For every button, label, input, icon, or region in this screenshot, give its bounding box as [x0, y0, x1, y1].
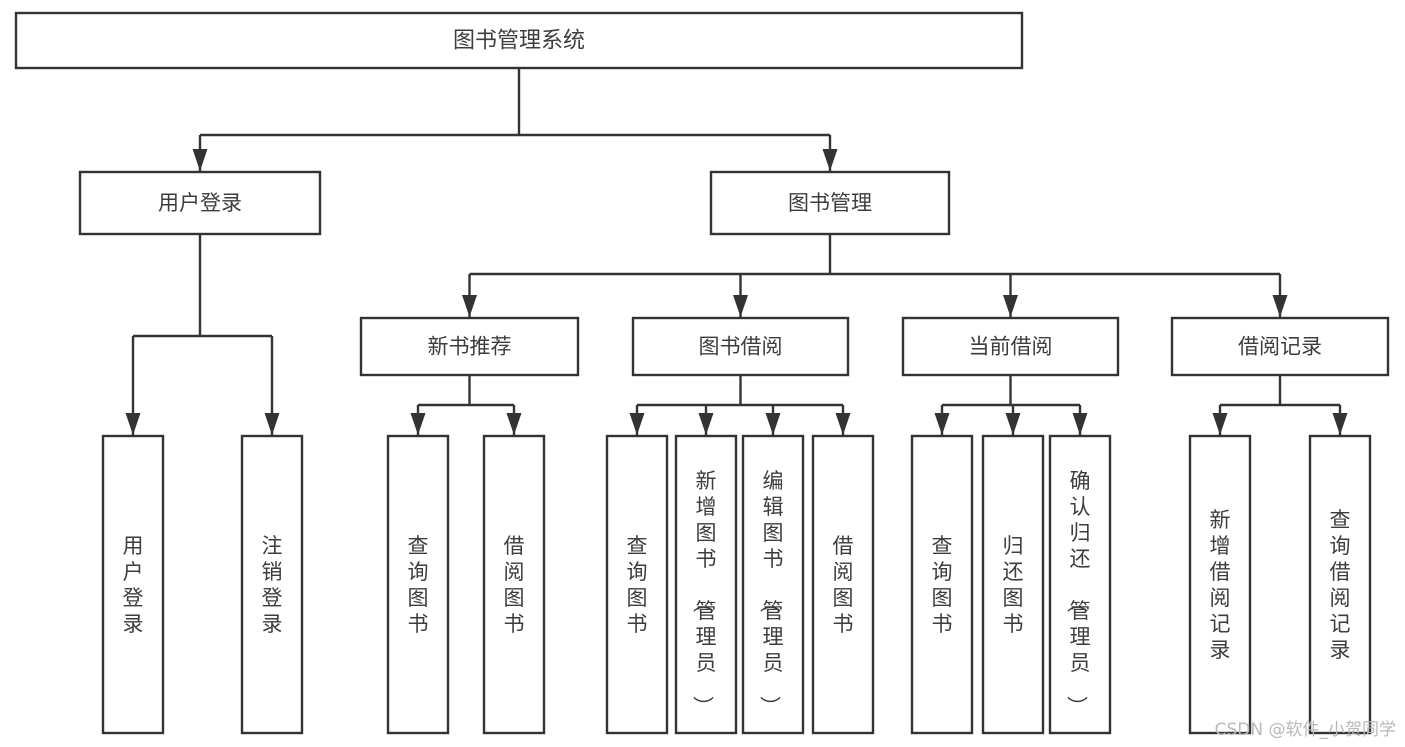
arrow-head-icon [822, 149, 838, 171]
arrow-head-icon [629, 413, 645, 435]
arrow-head-icon [410, 413, 426, 435]
node-new-book-recommend[interactable]: 新书推荐 [359, 316, 580, 377]
arrow-head-icon [462, 295, 477, 317]
node-box-leaf-borrow-book-1[interactable] [482, 434, 546, 735]
arrow-head-icon [192, 149, 208, 171]
node-label-current-borrow: 当前借阅 [969, 335, 1053, 359]
node-box-leaf-user-login[interactable] [101, 434, 165, 735]
node-box-leaf-confirm-return[interactable] [1048, 434, 1112, 735]
nodes-layer: 图书管理系统用户登录用户登录注销登录图书管理新书推荐查询图书借阅图书图书借阅查询… [14, 11, 1390, 735]
node-label-leaf-query-book-2: 查询图书 [627, 534, 648, 636]
arrow-head-icon [264, 413, 280, 435]
arrow-head-icon [125, 413, 141, 435]
node-leaf-borrow-book-2[interactable]: 借阅图书 [811, 434, 875, 735]
node-book-borrow[interactable]: 图书借阅 [631, 316, 850, 377]
arrow-head-icon [506, 413, 522, 435]
node-label-leaf-add-record: 新增借阅记录 [1210, 508, 1231, 662]
node-user-login[interactable]: 用户登录 [78, 170, 322, 236]
node-label-leaf-borrow-book-2: 借阅图书 [833, 534, 854, 636]
node-box-root[interactable] [14, 11, 1024, 70]
node-leaf-query-record[interactable]: 查询借阅记录 [1308, 434, 1372, 735]
node-box-leaf-user-logout[interactable] [240, 434, 304, 735]
node-leaf-user-logout[interactable]: 注销登录 [240, 434, 304, 735]
node-box-leaf-borrow-book-2[interactable] [811, 434, 875, 735]
node-box-new-book-recommend[interactable] [359, 316, 580, 377]
node-label-new-book-recommend: 新书推荐 [428, 335, 512, 359]
arrow-head-icon [1005, 413, 1021, 435]
node-root-system[interactable]: 图书管理系统 [14, 11, 1024, 70]
node-label-leaf-query-book-1: 查询图书 [408, 534, 429, 636]
node-box-leaf-edit-book[interactable] [741, 434, 805, 735]
node-box-leaf-return-book[interactable] [981, 434, 1045, 735]
node-leaf-borrow-book-1[interactable]: 借阅图书 [482, 434, 546, 735]
arrow-head-icon [1212, 413, 1228, 435]
arrow-head-icon [1072, 413, 1088, 435]
arrow-head-icon [1272, 295, 1288, 317]
node-box-leaf-query-book-3[interactable] [910, 434, 974, 735]
node-box-leaf-query-book-1[interactable] [386, 434, 450, 735]
node-box-leaf-add-record[interactable] [1188, 434, 1252, 735]
node-box-book-borrow[interactable] [631, 316, 850, 377]
node-box-user-login[interactable] [78, 170, 322, 236]
node-box-leaf-add-book[interactable] [674, 434, 738, 735]
arrow-head-icon [1003, 295, 1018, 317]
arrow-head-icon [934, 413, 950, 435]
node-label-leaf-borrow-book-1: 借阅图书 [504, 534, 525, 636]
node-box-leaf-query-book-2[interactable] [605, 434, 669, 735]
node-label-leaf-query-book-3: 查询图书 [932, 534, 953, 636]
node-label-user-login: 用户登录 [158, 191, 242, 215]
node-borrow-record[interactable]: 借阅记录 [1170, 316, 1390, 377]
node-book-manage[interactable]: 图书管理 [709, 170, 951, 236]
arrow-head-icon [733, 295, 748, 317]
node-label-leaf-user-login: 用户登录 [123, 534, 144, 636]
arrow-head-icon [1332, 413, 1348, 435]
node-leaf-user-login[interactable]: 用户登录 [101, 434, 165, 735]
node-leaf-add-record[interactable]: 新增借阅记录 [1188, 434, 1252, 735]
node-leaf-edit-book[interactable]: 编辑图书（管理员） [741, 434, 805, 735]
node-label-leaf-return-book: 归还图书 [1003, 534, 1024, 636]
node-leaf-query-book-3[interactable]: 查询图书 [910, 434, 974, 735]
node-label-leaf-confirm-return: 确认归还（管理员） [1065, 469, 1091, 717]
node-leaf-confirm-return[interactable]: 确认归还（管理员） [1048, 434, 1112, 735]
node-label-leaf-query-record: 查询借阅记录 [1330, 508, 1351, 662]
connectors-layer [125, 68, 1348, 435]
node-label-leaf-user-logout: 注销登录 [262, 534, 283, 636]
node-leaf-query-book-1[interactable]: 查询图书 [386, 434, 450, 735]
arrow-head-icon [835, 413, 851, 435]
arrow-head-icon [765, 413, 781, 435]
node-label-book-borrow: 图书借阅 [699, 335, 783, 359]
node-box-current-borrow[interactable] [901, 316, 1120, 377]
node-leaf-return-book[interactable]: 归还图书 [981, 434, 1045, 735]
csdn-watermark: CSDN @软件_小贺同学 [1215, 720, 1396, 740]
node-leaf-add-book[interactable]: 新增图书（管理员） [674, 434, 738, 735]
node-box-borrow-record[interactable] [1170, 316, 1390, 377]
arrow-head-icon [698, 413, 714, 435]
node-leaf-query-book-2[interactable]: 查询图书 [605, 434, 669, 735]
node-label-root: 图书管理系统 [453, 29, 585, 54]
node-label-leaf-add-book: 新增图书（管理员） [691, 469, 717, 717]
node-box-book-manage[interactable] [709, 170, 951, 236]
node-label-borrow-record: 借阅记录 [1238, 335, 1322, 359]
node-current-borrow[interactable]: 当前借阅 [901, 316, 1120, 377]
node-label-book-manage: 图书管理 [788, 191, 872, 215]
node-label-leaf-edit-book: 编辑图书（管理员） [758, 469, 784, 717]
node-box-leaf-query-record[interactable] [1308, 434, 1372, 735]
